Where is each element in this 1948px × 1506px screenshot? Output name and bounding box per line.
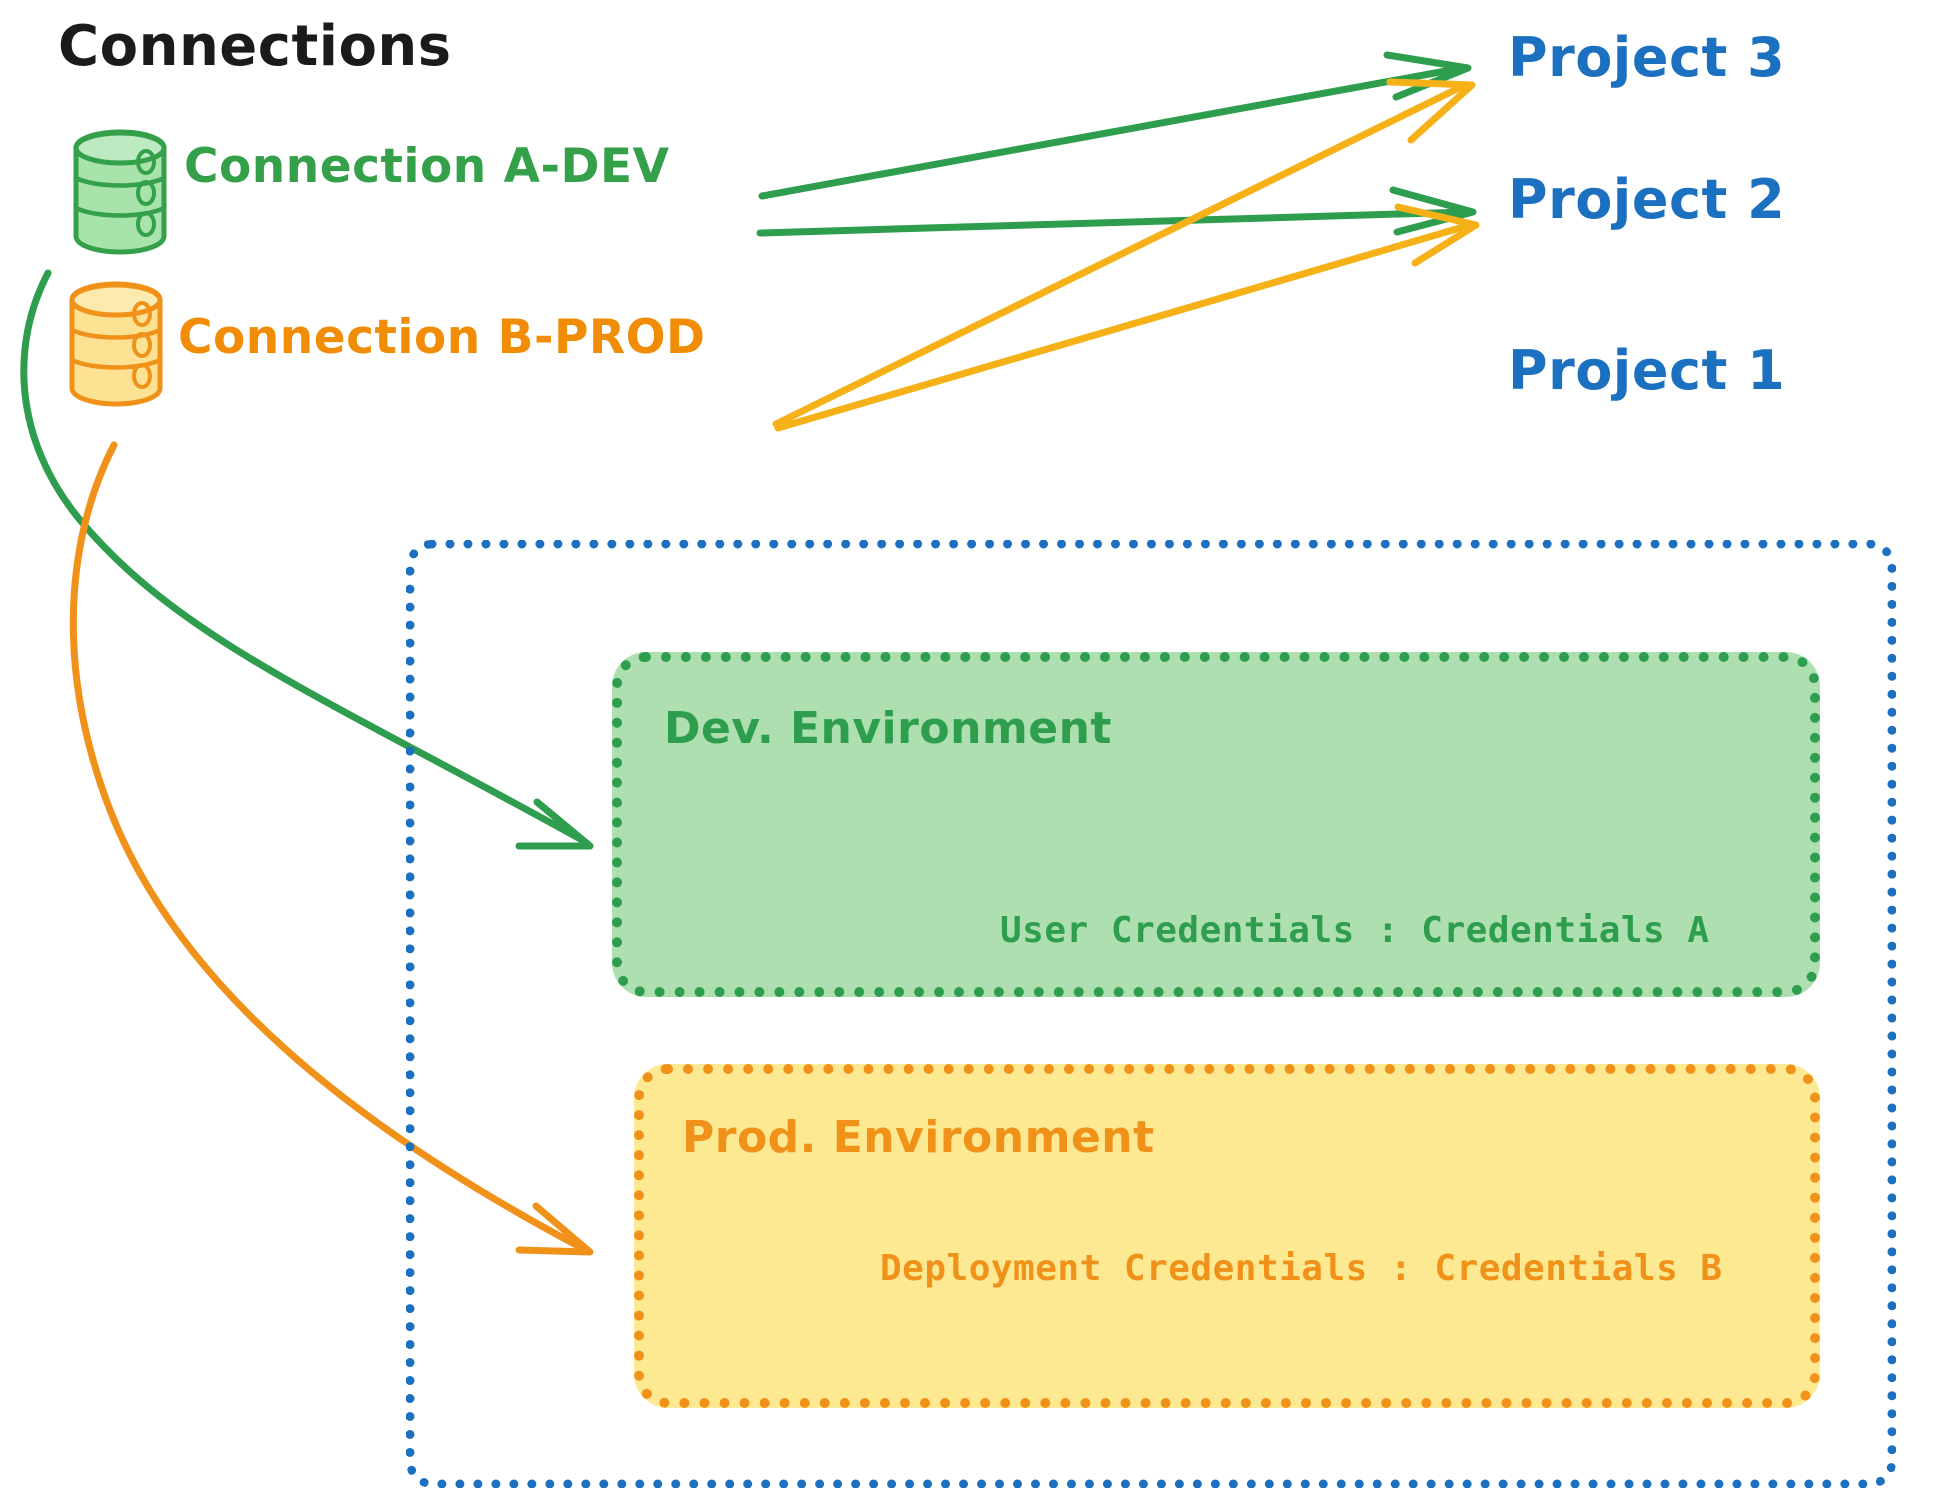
edge-conn-b-to-project-2 [774,203,1480,432]
connection-label-a-dev[interactable]: Connection A-DEV [184,139,670,194]
project-label-1[interactable]: Project 1 [1508,339,1786,402]
database-icon-connection-a[interactable] [73,129,167,255]
project-label-3[interactable]: Project 3 [1508,26,1786,89]
project-1-container [406,540,1896,1488]
edge-conn-a-to-project-2 [756,186,1477,237]
edge-conn-a-to-dev-environment [20,269,594,850]
project-label-2[interactable]: Project 2 [1508,168,1786,231]
prod-environment-credentials: Deployment Credentials : Credentials B [880,1248,1723,1289]
prod-environment-title: Prod. Environment [682,1112,1155,1163]
edge-conn-b-to-project-3 [772,78,1476,428]
connection-label-b-prod[interactable]: Connection B-PROD [178,310,706,365]
edge-conn-a-to-project-3 [758,51,1472,200]
prod-environment-box[interactable] [634,1064,1820,1408]
dev-environment-box[interactable] [612,652,1820,997]
edge-conn-b-to-prod-environment [69,441,594,1256]
dev-environment-title: Dev. Environment [664,703,1112,754]
dev-environment-credentials: User Credentials : Credentials A [1000,910,1710,951]
page-title: Connections [58,14,452,79]
database-icon-connection-b[interactable] [69,281,163,407]
